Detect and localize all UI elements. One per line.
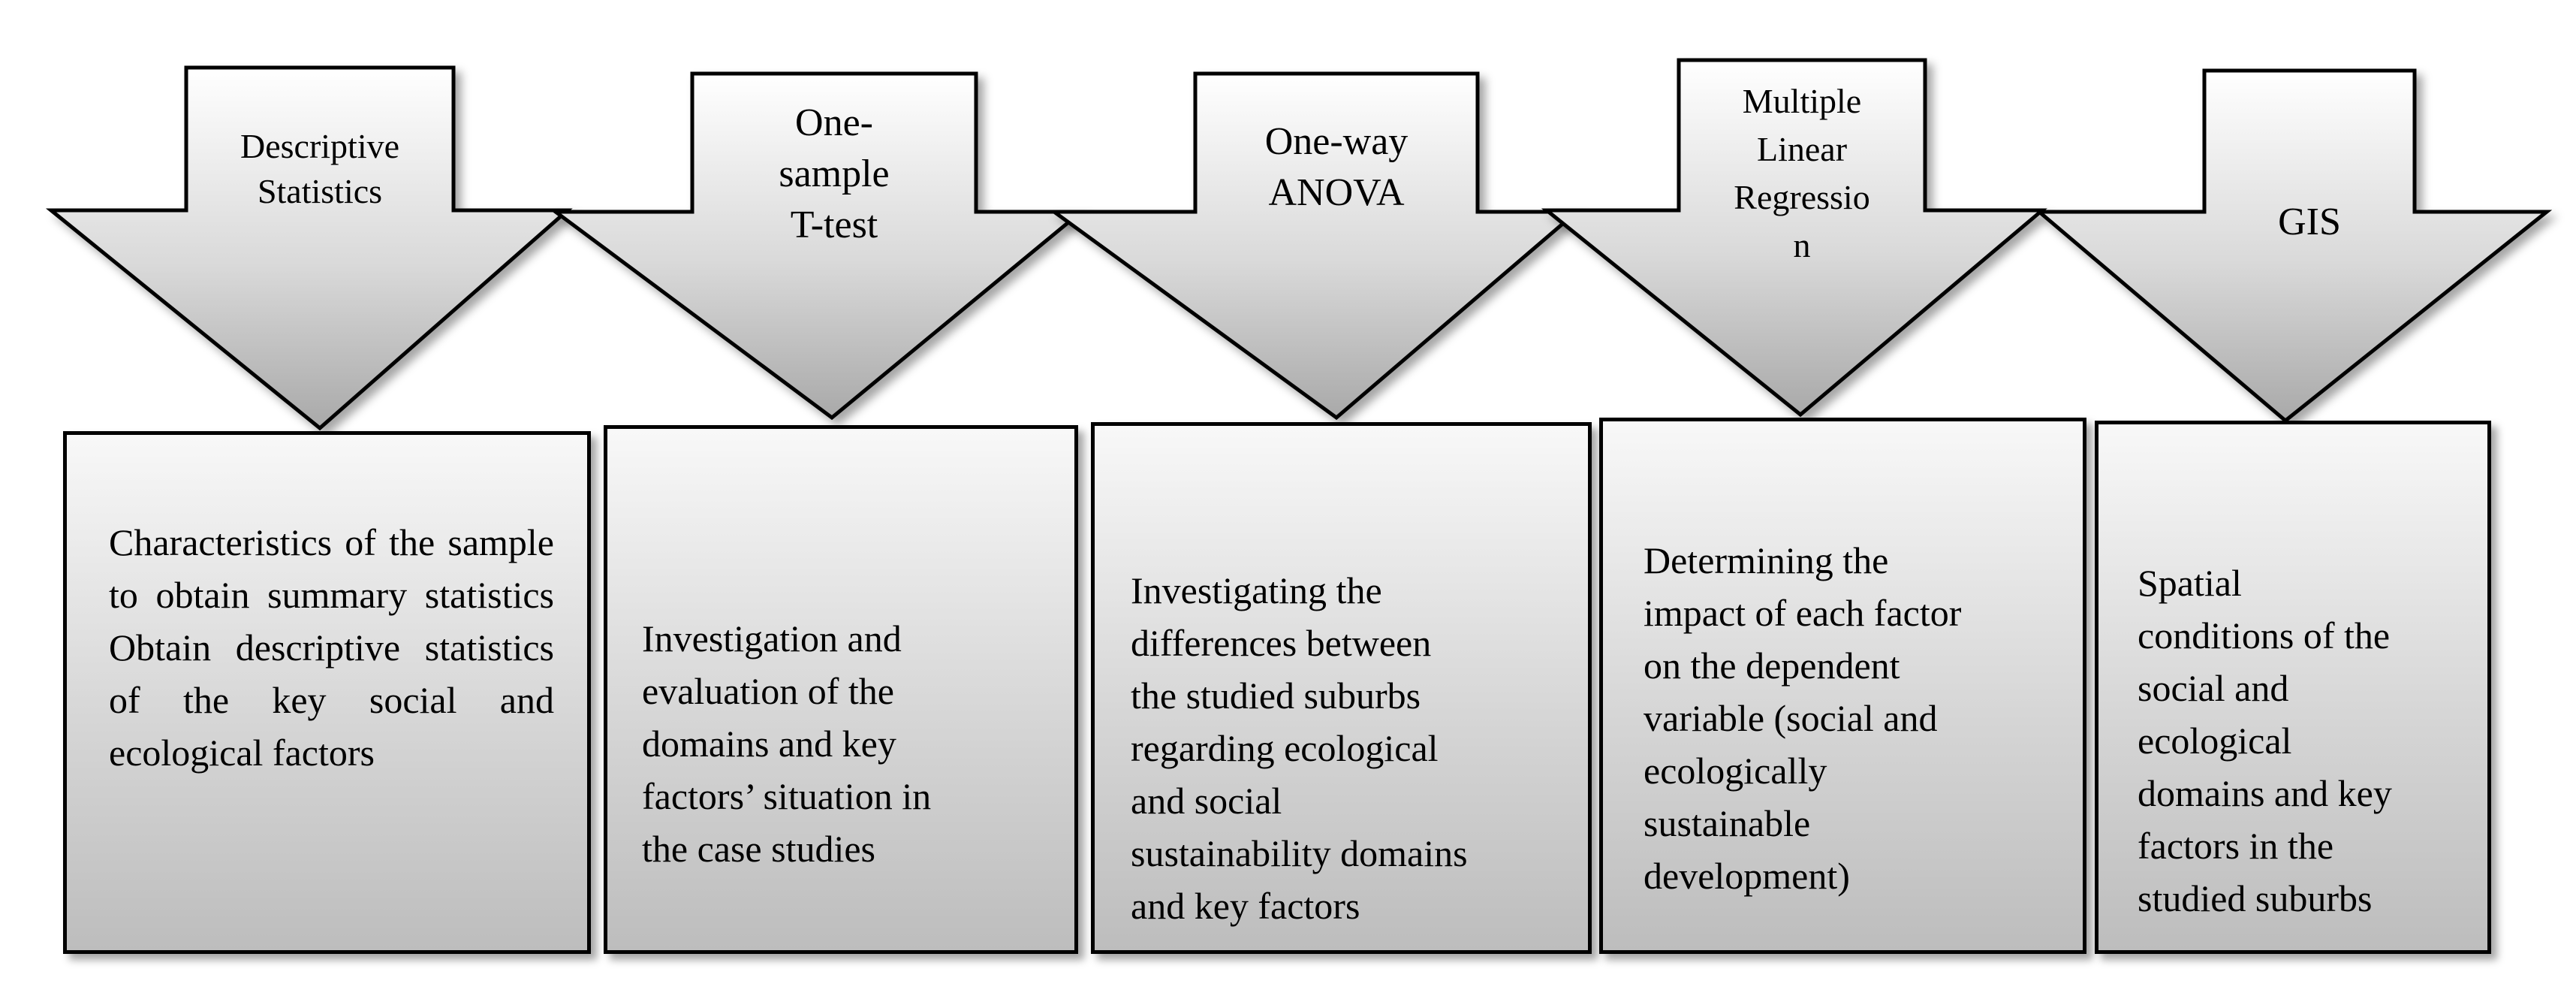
arrow-label-line: Regressio [1734,178,1869,216]
arrow-shape [1048,71,1582,421]
arrow-label-line: Descriptive [240,127,399,165]
description-box-multiple-linear-regression: Determining the impact of each factor on… [1599,418,2086,954]
description-text: Spatial conditions of the social and eco… [2138,562,2392,919]
arrow-label-line: GIS [2278,201,2341,243]
arrow-label-line: Multiple [1743,82,1861,120]
arrow-shape [45,65,573,431]
description-text: Investigation and evaluation of the doma… [642,617,932,870]
arrow-label-line: One- [795,101,873,144]
arrow-label-line: One-way [1265,120,1409,163]
description-text: Investigating the differences between th… [1131,569,1468,927]
arrow-label-line: T-test [791,204,878,246]
arrow-shape [1541,58,2047,418]
arrow-shape [550,71,1086,421]
description-box-gis: Spatial conditions of the social and eco… [2095,421,2491,954]
arrow-label-line: n [1794,226,1811,264]
arrow-label-line: sample [779,152,889,195]
description-box-one-sample-t-test: Investigation and evaluation of the doma… [604,425,1078,954]
arrow-label-line: ANOVA [1268,171,1405,214]
arrow-label-line: Linear [1757,130,1847,168]
arrow-gis: GIS [2034,68,2553,424]
description-text: Determining the impact of each factor on… [1644,539,1962,897]
description-box-descriptive-statistics: Characteristics of the sample to obtain … [63,431,591,954]
arrow-shape [2034,68,2553,424]
description-box-one-way-anova: Investigating the differences between th… [1091,422,1592,954]
arrow-label-line: Statistics [258,172,382,210]
description-text: Characteristics of the sample to obtain … [109,521,554,774]
